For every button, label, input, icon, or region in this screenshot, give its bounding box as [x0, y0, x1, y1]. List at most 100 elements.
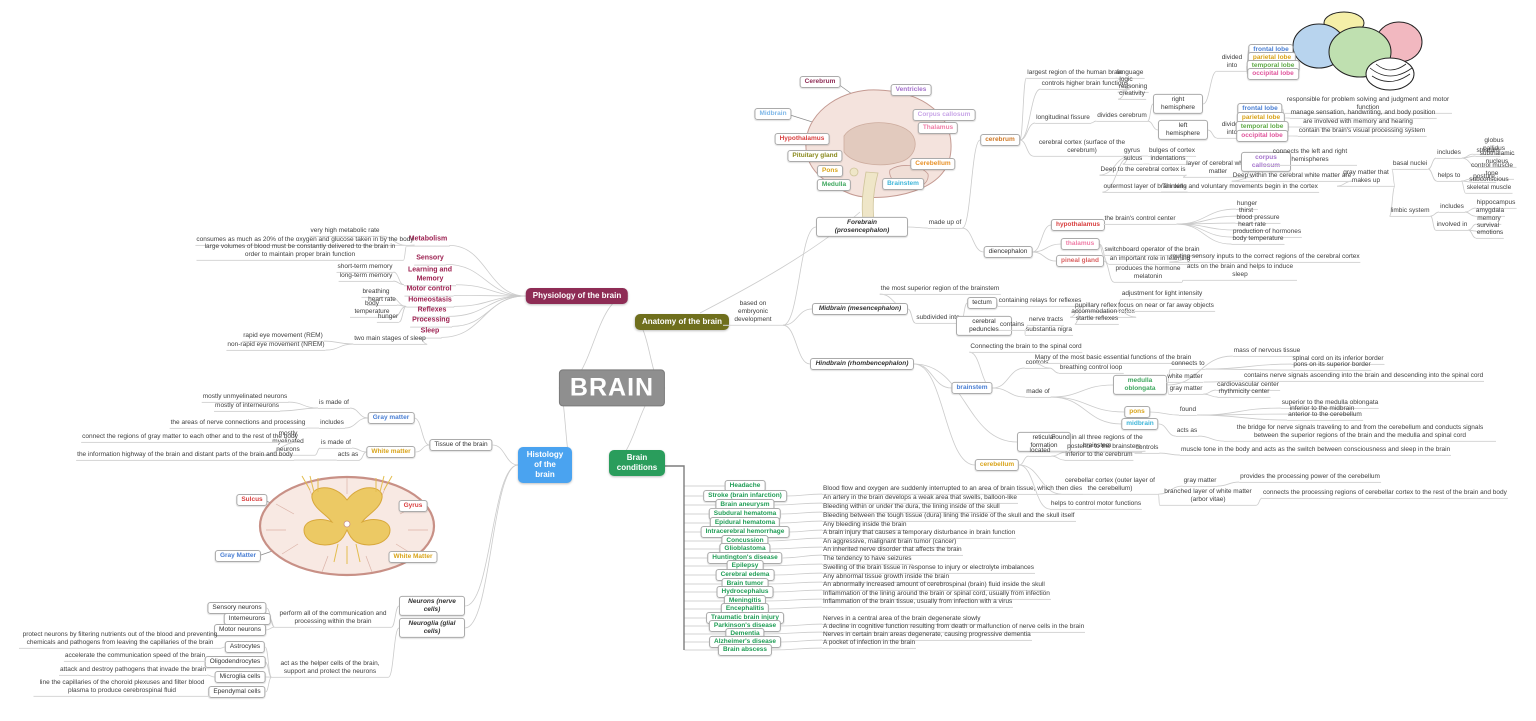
node-c-deepw[interactable]: Deep within the cerebral white matter ar…: [1231, 172, 1353, 183]
node-medullaB[interactable]: medulla oblongata: [1113, 374, 1167, 396]
node-hy1[interactable]: hunger: [1235, 200, 1259, 211]
node-peduncles[interactable]: cerebral peduncles: [956, 315, 1012, 337]
node-sulcusT[interactable]: sulcus: [1122, 155, 1144, 166]
node-tr3[interactable]: startle reflexes: [1074, 315, 1120, 326]
node-bn1[interactable]: globus pallidus: [1473, 137, 1515, 156]
node-p-cont[interactable]: contains: [998, 321, 1026, 332]
node-d20[interactable]: A pocket of infection in the brain: [822, 639, 917, 650]
node-f-madeup[interactable]: made up of: [927, 219, 963, 230]
node-ls2[interactable]: amygdala: [1474, 207, 1506, 218]
node-sl1[interactable]: two main stages of sleep: [353, 335, 427, 346]
node-c-cortex[interactable]: cerebral cortex (surface of the cerebrum…: [1033, 139, 1131, 158]
node-hy-ctr[interactable]: the brain's control center: [1103, 215, 1177, 226]
node-lf3d[interactable]: are involved with memory and hearing: [1302, 118, 1414, 129]
node-cc1[interactable]: language: [1115, 69, 1145, 80]
node-pc1[interactable]: nerve tracts: [1028, 316, 1064, 327]
node-hy6[interactable]: body temperature: [1231, 235, 1285, 246]
node-g-act[interactable]: act as the helper cells of the brain, su…: [271, 660, 389, 679]
node-astro-t[interactable]: protect neurons by filtering nutrients o…: [19, 631, 221, 650]
node-bh2[interactable]: posture: [1472, 173, 1496, 184]
node-ls1[interactable]: hippocampus: [1475, 199, 1517, 210]
node-pc2[interactable]: substantia nigra: [1025, 326, 1073, 337]
node-d13[interactable]: An abnormally increased amount of cerebr…: [822, 581, 1046, 592]
node-cc4[interactable]: creativity: [1118, 90, 1146, 101]
node-c-deep[interactable]: Deep to the cerebral cortex is: [1099, 166, 1187, 177]
node-p-sensory[interactable]: Sensory: [414, 255, 446, 266]
node-hy2[interactable]: thirst: [1237, 207, 1255, 218]
node-lf1d[interactable]: responsible for problem solving and judg…: [1284, 96, 1452, 115]
node-gyrusD[interactable]: bulges of cortex: [1148, 147, 1196, 158]
node-lm1[interactable]: short-term memory: [336, 263, 394, 274]
node-wm-acts[interactable]: acts as: [336, 451, 360, 462]
node-d08[interactable]: An aggressive, malignant brain tumor (ca…: [822, 538, 958, 549]
node-astro[interactable]: Astrocytes: [224, 640, 266, 654]
node-sg-medulla[interactable]: Medulla: [816, 178, 852, 192]
node-micro[interactable]: Microglia cells: [214, 670, 266, 684]
node-t-relay[interactable]: containing relays for reflexes: [997, 297, 1083, 308]
node-bs-made[interactable]: made of: [1025, 388, 1051, 399]
node-d03[interactable]: An artery in the brain develops a weak a…: [822, 494, 1019, 505]
node-c-largest[interactable]: largest region of the human brain: [1026, 69, 1124, 80]
node-rf4[interactable]: occipital lobe: [1247, 67, 1299, 81]
node-bn-help[interactable]: helps to: [1436, 172, 1462, 183]
node-gm-inc[interactable]: includes: [319, 419, 345, 430]
node-mb-acts[interactable]: acts as: [1175, 427, 1199, 438]
node-md-con[interactable]: connects to: [1170, 360, 1206, 371]
node-lf4[interactable]: occipital lobe: [1236, 129, 1288, 143]
node-m-sub[interactable]: subdivided into: [915, 314, 961, 325]
node-hy3[interactable]: blood pressure: [1235, 214, 1281, 225]
node-forebrain[interactable]: Forebrain (prosencephalon): [816, 216, 908, 238]
node-cb-gray[interactable]: gray matter: [1182, 477, 1218, 488]
node-cc3[interactable]: reasoning: [1117, 83, 1149, 94]
node-cbl2[interactable]: inferior to the cerebrum: [1064, 451, 1134, 462]
node-motor-n[interactable]: Motor neurons: [214, 623, 266, 637]
node-bh3[interactable]: subconscious skeletal muscle: [1465, 176, 1513, 195]
node-c-outer[interactable]: outermost layer of brain cells: [1102, 183, 1188, 194]
node-p-metabolism[interactable]: Metabolism: [406, 236, 450, 247]
node-ls-inv[interactable]: involved in: [1435, 221, 1469, 232]
node-p-reflex[interactable]: Reflexes: [415, 307, 449, 318]
node-hypoB[interactable]: hypothalamus: [1050, 218, 1106, 232]
node-mb-actsd[interactable]: the bridge for nerve signals traveling t…: [1224, 424, 1496, 443]
node-lm2[interactable]: long-term memory: [338, 272, 394, 283]
node-lf2d[interactable]: manage sensation, handwriting, and body …: [1289, 109, 1437, 120]
node-limbic[interactable]: limbic system: [1389, 207, 1431, 218]
node-c20[interactable]: Brain abscess: [717, 643, 773, 657]
node-gm-made[interactable]: is made of: [318, 399, 350, 410]
node-p-motor[interactable]: Motor control: [404, 286, 454, 297]
node-d02[interactable]: Blood flow and oxygen are suddenly inter…: [822, 485, 1084, 496]
node-md1[interactable]: mass of nervous tissue: [1232, 347, 1302, 358]
node-rf-ctld[interactable]: muscle tone in the body and acts as the …: [1180, 446, 1452, 457]
node-lv1[interactable]: memory: [1476, 215, 1502, 226]
node-wm-made1[interactable]: mostly myelinated neurons: [261, 430, 315, 457]
node-conditions[interactable]: Brain conditions: [609, 450, 665, 476]
node-cb-white[interactable]: branched layer of white matter (arbor vi…: [1159, 488, 1257, 507]
node-hy4[interactable]: heart rate: [1237, 221, 1267, 232]
node-ho2[interactable]: heart rate: [367, 296, 397, 307]
node-pi1[interactable]: produces the hormone melatonin: [1114, 265, 1182, 284]
node-met3[interactable]: large volumes of blood must be constantl…: [196, 243, 404, 262]
node-bs1[interactable]: Connecting the brain to the spinal cord: [969, 343, 1083, 354]
node-d17[interactable]: Nerves in a central area of the brain de…: [822, 615, 982, 626]
node-brainstemB[interactable]: brainstem: [951, 381, 993, 395]
node-sl2[interactable]: rapid eye movement (REM): [242, 332, 324, 343]
node-wm-acts1[interactable]: the information highway of the brain and…: [76, 451, 294, 462]
node-sc-gyrus[interactable]: Gyrus: [398, 499, 428, 513]
node-bn3[interactable]: subthalamic nucleus: [1477, 150, 1517, 169]
node-c-controls[interactable]: controls higher brain functions: [1040, 80, 1130, 91]
node-a-based[interactable]: based on embryonic development: [723, 300, 783, 327]
node-ho3[interactable]: body temperature: [350, 300, 394, 319]
node-midbrainN[interactable]: Midbrain (mesencephalon): [812, 302, 908, 316]
node-tissue[interactable]: Tissue of the brain: [429, 438, 493, 452]
node-cc2[interactable]: logic: [1118, 76, 1134, 87]
node-hy5[interactable]: production of hormones: [1231, 228, 1303, 239]
node-sg-corpus[interactable]: Corpus callosum: [912, 108, 976, 122]
node-c-think[interactable]: Thinking and voluntary movements begin i…: [1161, 183, 1319, 194]
node-md-wh[interactable]: white matter: [1166, 373, 1204, 384]
node-ls-inc[interactable]: includes: [1439, 203, 1465, 214]
node-d05[interactable]: Bleeding between the tough tissue (dura)…: [822, 512, 1076, 523]
node-anatomy[interactable]: Anatomy of the brain: [634, 314, 730, 330]
node-sg-pituitary[interactable]: Pituitary gland: [787, 149, 843, 163]
node-mdc1[interactable]: spinal cord on its inferior border: [1291, 355, 1385, 366]
node-ho4[interactable]: hunger: [376, 313, 400, 324]
